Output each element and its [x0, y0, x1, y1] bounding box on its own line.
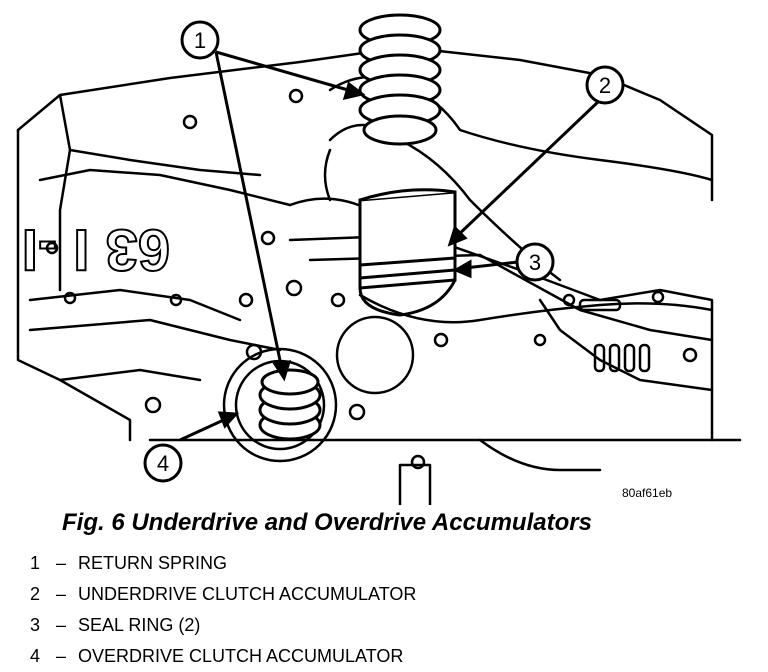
legend-number: 3 [30, 615, 41, 635]
return-spring-lower [258, 368, 322, 441]
legend-number: 1 [30, 553, 41, 573]
legend-item: 2–UNDERDRIVE CLUTCH ACCUMULATOR [30, 579, 416, 610]
callout-2: 2 [599, 73, 611, 98]
embossed-text: 63 I -I [22, 217, 170, 282]
legend-number: 4 [30, 646, 41, 666]
accumulator-diagram: 63 I -I [16, 13, 742, 505]
return-spring-upper [358, 13, 442, 146]
legend-label: RETURN SPRING [78, 553, 228, 573]
legend-item: 4–OVERDRIVE CLUTCH ACCUMULATOR [30, 641, 416, 672]
figure-caption: Fig. 6 Underdrive and Overdrive Accumula… [62, 509, 592, 536]
legend-label: SEAL RING (2) [78, 615, 201, 635]
callout-3: 3 [529, 250, 541, 275]
legend-item: 1–RETURN SPRING [30, 548, 416, 579]
legend-list: 1–RETURN SPRING 2–UNDERDRIVE CLUTCH ACCU… [30, 548, 416, 672]
legend-item: 3–SEAL RING (2) [30, 610, 416, 641]
legend-separator: – [55, 553, 66, 573]
legend-separator: – [55, 584, 66, 604]
legend-separator: – [55, 615, 66, 635]
legend-separator: – [55, 646, 66, 666]
callout-4: 4 [157, 451, 169, 476]
legend-number: 2 [30, 584, 41, 604]
callout-1: 1 [194, 28, 206, 53]
legend-label: UNDERDRIVE CLUTCH ACCUMULATOR [78, 584, 417, 604]
legend-label: OVERDRIVE CLUTCH ACCUMULATOR [78, 646, 404, 666]
underdrive-accumulator [358, 188, 457, 317]
figure-reference-code: 80af61eb [622, 486, 673, 500]
